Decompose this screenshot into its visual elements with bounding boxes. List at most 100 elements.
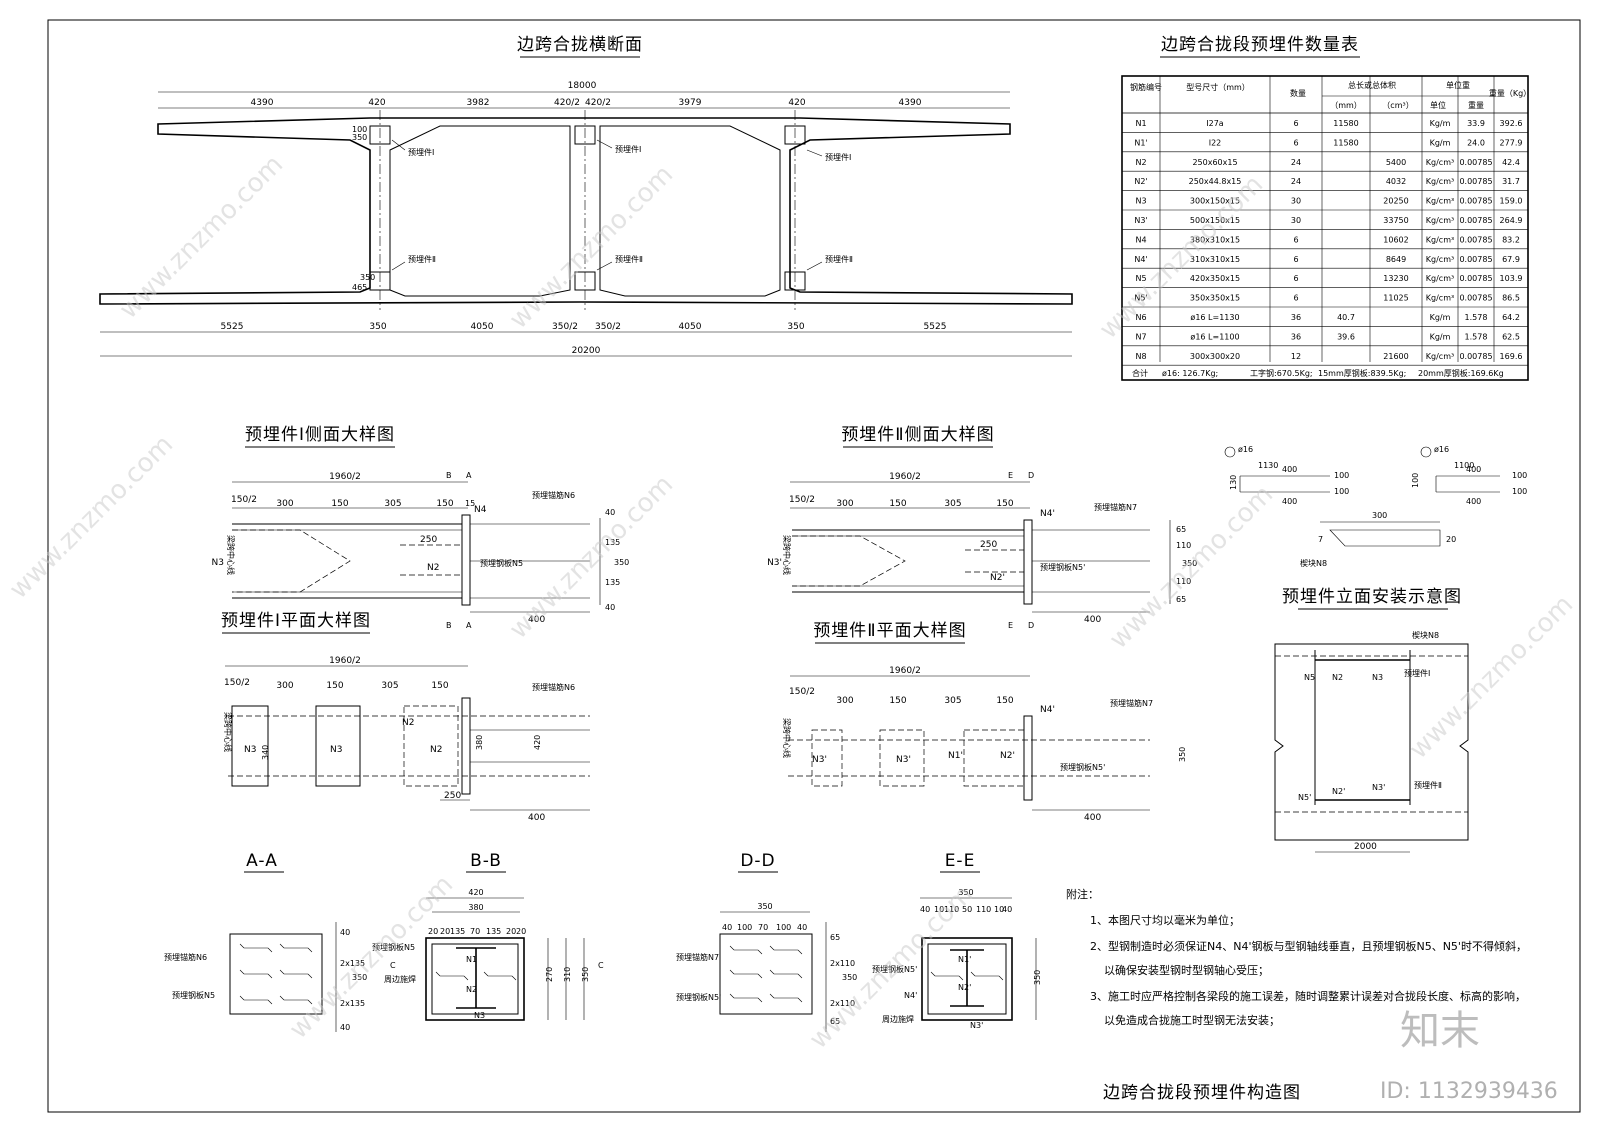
td-id: N3' (1134, 216, 1147, 225)
anchor-bar (729, 993, 763, 1003)
svg-text:N4': N4' (1040, 509, 1055, 519)
svg-text:N1': N1' (958, 955, 971, 964)
svg-text:2000: 2000 (1354, 842, 1377, 852)
td-uw: 0.00785 (1459, 197, 1492, 206)
td-w: 169.6 (1500, 352, 1523, 361)
svg-text:1960/2: 1960/2 (889, 666, 921, 676)
svg-text:150: 150 (889, 696, 906, 706)
dim-bot-total: 20200 (572, 346, 601, 356)
svg-text:100: 100 (1411, 473, 1420, 488)
svg-text:N1': N1' (948, 751, 963, 761)
td-size: 500x150x15 (1190, 216, 1240, 225)
th-total: 总长或总体积 (1348, 80, 1396, 90)
anchor-bar (970, 971, 1004, 981)
cell-left (389, 125, 571, 297)
svg-text:400: 400 (528, 615, 545, 625)
anchor-bar (769, 993, 803, 1003)
svg-text:A-A: A-A (246, 851, 278, 871)
anchor-bar (279, 995, 313, 1005)
td-uw: 0.00785 (1459, 294, 1492, 303)
td-id: N4 (1135, 235, 1146, 244)
svg-text:40: 40 (340, 1023, 350, 1032)
td-w: 277.9 (1500, 138, 1523, 147)
svg-text:350: 350 (1033, 970, 1042, 985)
td-qty: 36 (1291, 313, 1301, 322)
svg-text:135: 135 (450, 927, 465, 936)
label-part1-b: 预埋件Ⅰ (615, 144, 641, 154)
td-unit: Kg/cm³ (1426, 177, 1454, 186)
svg-text:40: 40 (605, 508, 615, 517)
svg-text:300: 300 (1372, 511, 1387, 520)
dim-bot-0: 5525 (221, 322, 244, 332)
svg-text:350: 350 (614, 558, 629, 567)
label-part2-c: 预埋件Ⅱ (825, 254, 853, 264)
svg-text:D-D: D-D (740, 851, 775, 871)
svg-text:135: 135 (486, 927, 501, 936)
svg-text:65: 65 (830, 933, 840, 942)
svg-text:135: 135 (605, 538, 620, 547)
svg-text:2x135: 2x135 (340, 999, 365, 1008)
svg-text:40: 40 (920, 905, 930, 914)
svg-text:www.znzmo.com: www.znzmo.com (1094, 170, 1269, 345)
sheet-border (47, 19, 1581, 1113)
td-id: N2 (1135, 158, 1146, 167)
side1-title: 预埋件Ⅰ侧面大样图 (245, 425, 395, 445)
svg-text:300: 300 (836, 696, 853, 706)
td-size: 300x300x20 (1190, 352, 1240, 361)
td-mm: 39.6 (1337, 332, 1355, 341)
svg-text:E-E: E-E (945, 851, 976, 871)
dim-top-1: 420 (368, 98, 385, 108)
svg-text:305: 305 (381, 681, 398, 691)
svg-text:www.znzmo.com: www.znzmo.com (114, 150, 289, 325)
td-w: 64.2 (1502, 313, 1520, 322)
th-unitwt: 单位重 (1446, 80, 1470, 90)
td-cm3: 8649 (1386, 255, 1406, 264)
svg-text:65: 65 (830, 1017, 840, 1026)
svg-text:N3': N3' (767, 558, 782, 568)
svg-text:465: 465 (352, 283, 367, 292)
svg-text:380: 380 (475, 735, 484, 750)
td-qty: 6 (1293, 235, 1298, 244)
dim-bot-3: 350/2 (552, 322, 578, 332)
td-qty: 30 (1291, 216, 1301, 225)
table-title: 边跨合拢段预埋件数量表 (1161, 35, 1359, 55)
td-id: N5' (1134, 294, 1147, 303)
svg-text:预埋锚筋N6: 预埋锚筋N6 (164, 952, 207, 962)
td-qty: 6 (1293, 138, 1298, 147)
anchor-bar (239, 969, 273, 979)
td-unit: Kg/cm³ (1426, 235, 1454, 244)
anchor-bar (930, 971, 964, 981)
td-unit: Kg/cm³ (1426, 255, 1454, 264)
svg-text:135: 135 (605, 578, 620, 587)
td-unit: Kg/cm³ (1426, 197, 1454, 206)
svg-text:预埋钢板N5': 预埋钢板N5' (1040, 562, 1085, 572)
svg-text:www.znzmo.com: www.znzmo.com (504, 470, 679, 645)
td-qty: 12 (1291, 352, 1301, 361)
cross-section-title: 边跨合拢横断面 (517, 35, 643, 55)
td-id: N6 (1135, 313, 1146, 322)
svg-text:N2': N2' (1000, 751, 1015, 761)
svg-text:15: 15 (465, 499, 475, 508)
svg-text:150: 150 (431, 681, 448, 691)
svg-text:梁跨中心线: 梁跨中心线 (223, 712, 233, 752)
svg-text:1100: 1100 (1454, 461, 1474, 470)
i-beam-n1p (950, 949, 984, 1007)
svg-text:D: D (1028, 471, 1034, 480)
svg-text:150/2: 150/2 (224, 678, 250, 688)
td-w: 31.7 (1502, 177, 1520, 186)
td-unit: Kg/cm³ (1426, 352, 1454, 361)
svg-text:10: 10 (994, 905, 1004, 914)
svg-text:100: 100 (1512, 471, 1527, 480)
td-qty: 30 (1291, 197, 1301, 206)
svg-text:N3: N3 (474, 1011, 485, 1020)
svg-text:N5': N5' (1298, 793, 1311, 802)
note-3b: 以免造成合拢施工时型钢无法安装； (1104, 1013, 1280, 1027)
svg-text:N2: N2 (1332, 673, 1343, 682)
td-unit: Kg/m (1430, 119, 1451, 128)
td-size: 250x44.8x15 (1189, 177, 1242, 186)
dim-bot-6: 350 (787, 322, 804, 332)
svg-text:400: 400 (1282, 497, 1297, 506)
th-unit: 单位 (1430, 100, 1446, 110)
svg-text:350: 350 (581, 967, 590, 982)
svg-text:楔块N8: 楔块N8 (1300, 558, 1327, 568)
